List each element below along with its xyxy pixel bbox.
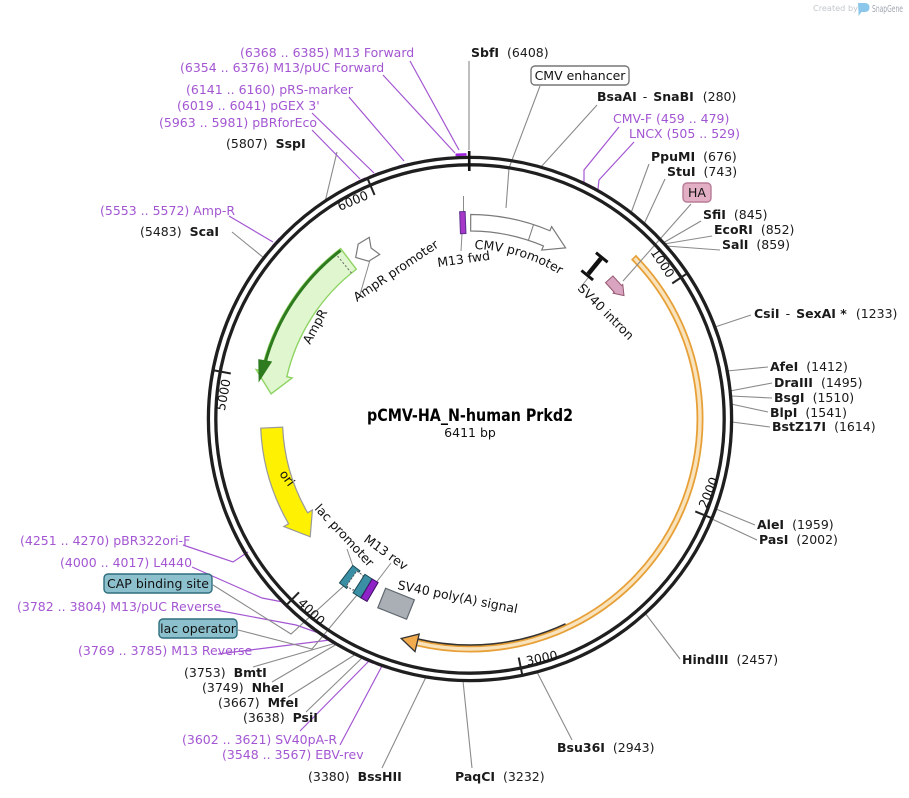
primer-label-13[interactable]: (3548 .. 3567) EBV-rev — [222, 747, 364, 762]
watermark-layer: Created by SnapGene — [813, 3, 903, 16]
ampr-promoter-feature[interactable] — [350, 237, 379, 266]
primer-label-8[interactable]: (4251 .. 4270) pBR322ori-F — [20, 533, 190, 548]
primer-label-2[interactable]: (6141 .. 6160) pRS-marker — [186, 82, 354, 97]
enzyme-label-afei[interactable]: AfeI(1412) — [770, 359, 848, 374]
leader-primer-0 — [410, 61, 459, 150]
leader-bsgi — [731, 396, 772, 398]
plasmid-size: 6411 bp — [444, 425, 496, 440]
leader-blpi — [731, 404, 768, 412]
leader-primer-2 — [349, 97, 404, 161]
watermark-brand: SnapGene — [872, 4, 903, 15]
leader-bsu36i — [537, 672, 572, 740]
enzyme-label-bsgi[interactable]: BsgI(1510) — [774, 390, 854, 405]
primer-label-9[interactable]: (4000 .. 4017) L4440 — [60, 555, 192, 570]
leader-draiii — [730, 383, 772, 391]
enzyme-label-psii[interactable]: (3638)PsiI — [243, 710, 318, 725]
plasmid-title: pCMV-HA_N-human Prkd2 — [367, 406, 573, 426]
leader-primer-13 — [340, 664, 383, 745]
primer-label-5[interactable]: (5553 .. 5572) Amp-R — [100, 203, 235, 218]
enzyme-label-alei[interactable]: AleI(1959) — [757, 517, 834, 532]
ha-label[interactable]: HA — [688, 185, 706, 200]
enzyme-label-bsaai[interactable]: BsaAI-SnaBI(280) — [597, 89, 736, 104]
leader-csii — [715, 315, 751, 327]
ampr-feature[interactable] — [256, 249, 356, 394]
enzyme-label-paqci[interactable]: PaqCI(3232) — [455, 769, 545, 784]
leader-pasi — [712, 519, 757, 540]
enzyme-label-sspi[interactable]: (5807)SspI — [226, 136, 306, 151]
primer-label-6[interactable]: CMV-F (459 .. 479) — [613, 111, 729, 126]
primer-label-3[interactable]: (6019 .. 6041) pGEX 3' — [177, 98, 320, 113]
leader-bstz17i — [732, 422, 770, 427]
enzyme-label-mfei[interactable]: (3667)MfeI — [218, 695, 299, 710]
cmv-enhancer-label[interactable]: CMV enhancer — [535, 68, 627, 83]
enzyme-label-bmti[interactable]: (3753)BmtI — [184, 665, 267, 680]
leader-bmti — [253, 643, 336, 667]
scale-label-4000: 4000 — [295, 595, 328, 628]
leader-sfii — [663, 221, 701, 243]
leader-primer-7 — [598, 142, 634, 189]
enzyme-label-pasi[interactable]: PasI(2002) — [759, 532, 838, 547]
leader-hindiii — [645, 613, 680, 659]
leader-paqci — [463, 681, 472, 768]
leader-bsaai — [541, 105, 597, 167]
lac-operator-label[interactable]: lac operator — [160, 621, 237, 636]
enzyme-label-scai[interactable]: (5483)ScaI — [140, 224, 219, 239]
leader-primer-4 — [312, 130, 360, 179]
feature-label-sv40-polya[interactable]: SV40 poly(A) signal — [396, 577, 519, 616]
primer-label-12[interactable]: (3602 .. 3621) SV40pA-R — [182, 732, 337, 747]
m13-fwd-feature[interactable] — [460, 212, 466, 234]
scale-label-5000: 5000 — [213, 378, 234, 412]
feature-label-sv40-intron[interactable]: SV40 intron — [575, 281, 637, 343]
enzyme-label-bstz17i[interactable]: BstZ17I(1614) — [772, 419, 876, 434]
enzyme-label-sbfi[interactable]: SbfI(6408) — [471, 45, 549, 60]
leader-afei — [727, 367, 768, 371]
leader-sali — [666, 246, 720, 250]
enzyme-label-blpi[interactable]: BlpI(1541) — [770, 405, 847, 420]
snapgene-logo-icon — [858, 3, 870, 16]
scale-tick-3000 — [519, 658, 522, 675]
enzyme-label-csii[interactable]: CsiI-SexAI *(1233) — [754, 306, 897, 321]
primer-label-4[interactable]: (5963 .. 5981) pBRforEco — [159, 115, 317, 130]
primer-label-0[interactable]: (6368 .. 6385) M13 Forward — [240, 45, 414, 60]
leader-primer-5 — [229, 216, 273, 242]
watermark-prefix: Created by — [813, 4, 858, 13]
primer-label-1[interactable]: (6354 .. 6376) M13/pUC Forward — [180, 60, 384, 75]
leader-stui — [644, 179, 665, 224]
leader-scai — [232, 232, 264, 258]
primer-label-11[interactable]: (3769 .. 3785) M13 Reverse — [78, 643, 252, 658]
leader-primer-8 — [183, 545, 248, 562]
primer-label-7[interactable]: LNCX (505 .. 529) — [629, 126, 740, 141]
cap-binding-site-label[interactable]: CAP binding site — [107, 576, 209, 591]
enzyme-label-ecori[interactable]: EcoRI(852) — [714, 222, 794, 237]
leader-ppumi — [631, 164, 649, 213]
enzyme-label-bsu36i[interactable]: Bsu36I(2943) — [557, 740, 655, 755]
enzyme-label-nhei[interactable]: (3749)NheI — [202, 680, 284, 695]
enzyme-label-sali[interactable]: SalI(859) — [722, 237, 790, 252]
leader-bsshii — [382, 677, 426, 768]
enzyme-label-draiii[interactable]: DraIII(1495) — [774, 375, 863, 390]
enzyme-label-stui[interactable]: StuI(743) — [667, 164, 737, 179]
sv40-intron-feature[interactable] — [580, 252, 608, 282]
leader-primer-1 — [383, 75, 455, 153]
enzyme-label-sfii[interactable]: SfiI(845) — [703, 207, 768, 222]
leader-nhei — [272, 644, 337, 682]
scale-tick-5000 — [214, 370, 231, 373]
leader-primer-3 — [312, 113, 374, 173]
leader-cmv-enhancer — [506, 86, 540, 208]
leader-primer-6 — [584, 127, 619, 183]
leader-psii — [306, 657, 363, 712]
feature-label-m13-fwd[interactable]: M13 fwd — [436, 248, 491, 270]
leader-alei — [716, 509, 755, 525]
leader-m13-fwd-b — [461, 234, 462, 251]
leader-ecori — [664, 236, 712, 244]
enzyme-label-hindiii[interactable]: HindIII(2457) — [682, 652, 778, 667]
leader-mfei — [288, 654, 356, 697]
enzyme-label-ppumi[interactable]: PpuMI(676) — [651, 149, 737, 164]
prkd2-gene-arrowhead — [401, 634, 419, 652]
enzyme-label-bsshii[interactable]: (3380)BssHII — [308, 769, 402, 784]
primer-label-10[interactable]: (3782 .. 3804) M13/pUC Reverse — [17, 599, 221, 614]
